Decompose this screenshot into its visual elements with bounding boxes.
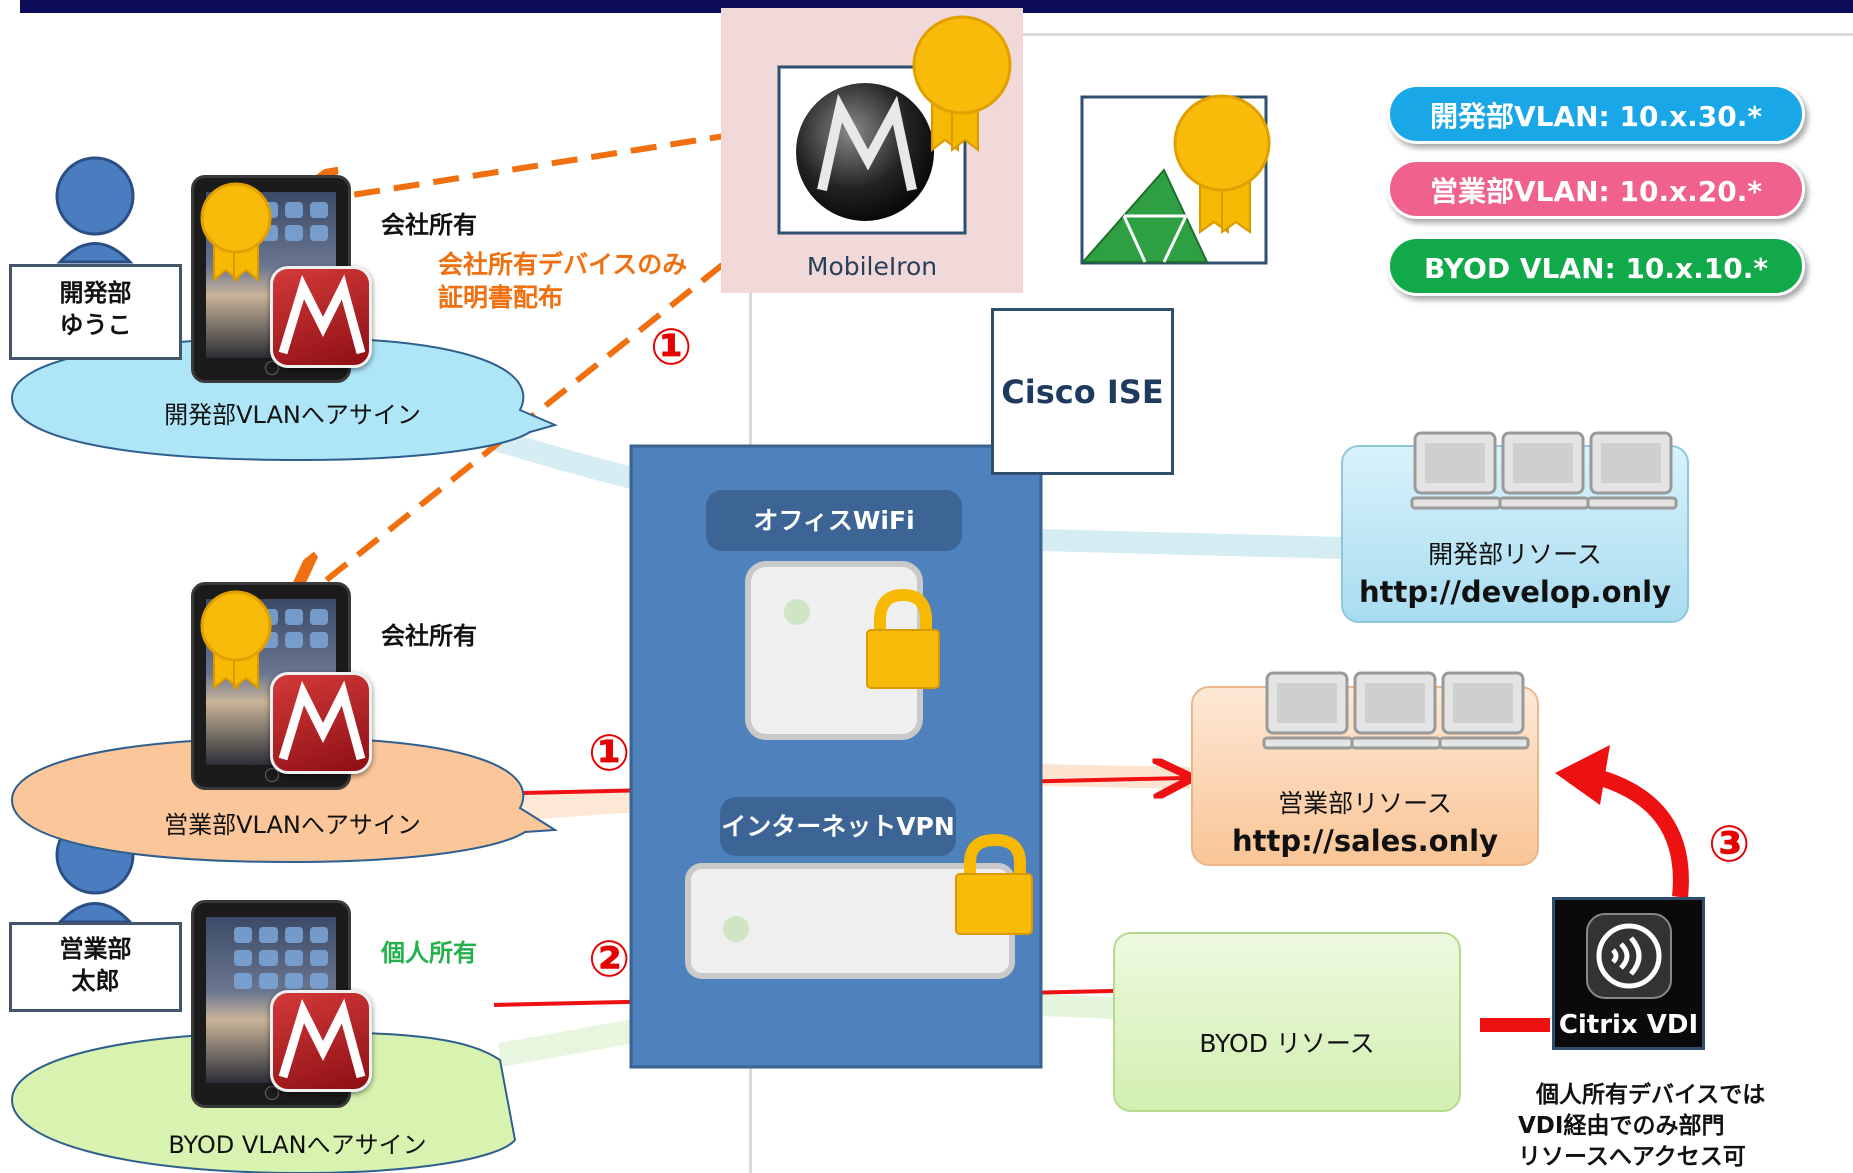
step-2-byod: ② — [588, 930, 631, 988]
mobileiron-cert-badge — [912, 15, 1012, 153]
byod-note-line1: 個人所有デバイスでは — [1536, 1082, 1766, 1108]
vlan-bubble-byod-label: BYOD VLANへアサイン — [168, 1131, 427, 1159]
resource-dev-name: 開発部リソース — [1428, 540, 1602, 569]
mobileiron-app-icon-sales — [270, 672, 372, 774]
person-sales-box: 営業部 太郎 — [9, 922, 182, 1012]
person-sales-dept: 営業部 — [59, 935, 132, 963]
person-dev-dept: 開発部 — [59, 279, 132, 307]
wifi-router-led — [784, 599, 810, 625]
cert-note: 会社所有デバイスのみ 証明書配布 — [438, 248, 687, 314]
wifi-lock-icon — [866, 588, 940, 689]
vpn-label-bg — [720, 797, 956, 856]
ownership-dev: 会社所有 — [381, 211, 477, 239]
resource-dev-url: http://develop.only — [1359, 575, 1671, 609]
step-3-citrix: ③ — [1708, 815, 1751, 873]
cert-note-line1: 会社所有デバイスのみ — [438, 250, 688, 279]
legend-sales-vlan: 営業部VLAN: 10.x.20.* — [1387, 159, 1805, 219]
mobileiron-app-icon-dev — [270, 266, 372, 368]
ownership-byod: 個人所有 — [381, 939, 477, 967]
cert-arrow-sales — [295, 212, 787, 605]
person-dev-name: ゆうこ — [59, 311, 132, 339]
legend-dev-vlan: 開発部VLAN: 10.x.30.* — [1387, 84, 1805, 144]
vlan-bubble-dev — [10, 336, 559, 462]
citrix-receiver-icon — [1586, 913, 1672, 999]
vlan-bubble-sales — [10, 736, 559, 864]
resource-byod: BYOD リソース — [1113, 932, 1461, 1112]
ipad-dev-home-button — [265, 361, 279, 375]
sales-server-icons — [1262, 671, 1530, 750]
vpn-lock-icon — [955, 833, 1033, 935]
person-sales-name: 太郎 — [71, 967, 120, 995]
citrix-vdi-box: Citrix VDI — [1552, 897, 1705, 1050]
mobileiron-logo-mark — [817, 93, 917, 192]
vlan-bubble-dev-label: 開発部VLANへアサイン — [164, 401, 421, 429]
cert-badge-dev-icon — [200, 182, 272, 283]
vpn-label: インターネットVPN — [721, 812, 955, 841]
citrix-vdi-label: Citrix VDI — [1558, 1010, 1699, 1040]
citrix-to-sales-arrowhead — [1555, 745, 1610, 805]
wifi-label-bg — [706, 490, 962, 551]
vpn-appliance-led — [723, 916, 749, 942]
step-1-cert: ① — [650, 318, 693, 376]
resource-sales-name: 営業部リソース — [1278, 789, 1452, 818]
connector-sales-band — [519, 788, 641, 820]
ise-triangle-logo — [1080, 168, 1209, 263]
byod-note: 個人所有デバイスでは VDI経由でのみ部門 リソースへアクセス可 — [1518, 1080, 1765, 1173]
resource-byod-name: BYOD リソース — [1199, 1029, 1375, 1058]
cisco-ise-box: Cisco ISE — [991, 308, 1174, 475]
byod-note-line2: VDI経由でのみ部門 — [1518, 1113, 1725, 1139]
resource-sales-url: http://sales.only — [1231, 824, 1499, 858]
dev-server-icons — [1410, 431, 1678, 510]
citrix-to-sales-arrow — [1587, 767, 1689, 898]
legend-byod-vlan: BYOD VLAN: 10.x.10.* — [1387, 236, 1805, 296]
connector-panel-dev — [1039, 529, 1346, 559]
ise-cert-badge — [1173, 94, 1271, 234]
cert-arrow-dev — [295, 125, 776, 204]
connector-panel-byod — [1039, 994, 1116, 1019]
person-dev-icon — [55, 156, 135, 264]
person-dev-box: 開発部 ゆうこ — [9, 264, 182, 360]
mobileiron-label: MobileIron — [806, 252, 938, 281]
wifi-label: オフィスWiFi — [753, 506, 915, 535]
ipad-byod-home-button — [265, 1086, 279, 1100]
ownership-sales: 会社所有 — [381, 622, 477, 650]
cisco-ise-label: Cisco ISE — [1001, 372, 1164, 411]
cert-badge-sales-icon — [200, 590, 272, 691]
header-divider-line — [1022, 33, 1853, 36]
header-bar — [20, 0, 1853, 13]
step-1-sales: ① — [588, 724, 631, 782]
byod-note-line3: リソースへアクセス可 — [1518, 1144, 1746, 1170]
cert-note-line2: 証明書配布 — [438, 283, 564, 312]
connector-byod-band — [497, 1018, 643, 1067]
vlan-bubble-sales-label: 営業部VLANへアサイン — [164, 811, 421, 839]
mobileiron-app-icon-byod — [270, 990, 372, 1092]
ipad-sales-home-button — [265, 768, 279, 782]
